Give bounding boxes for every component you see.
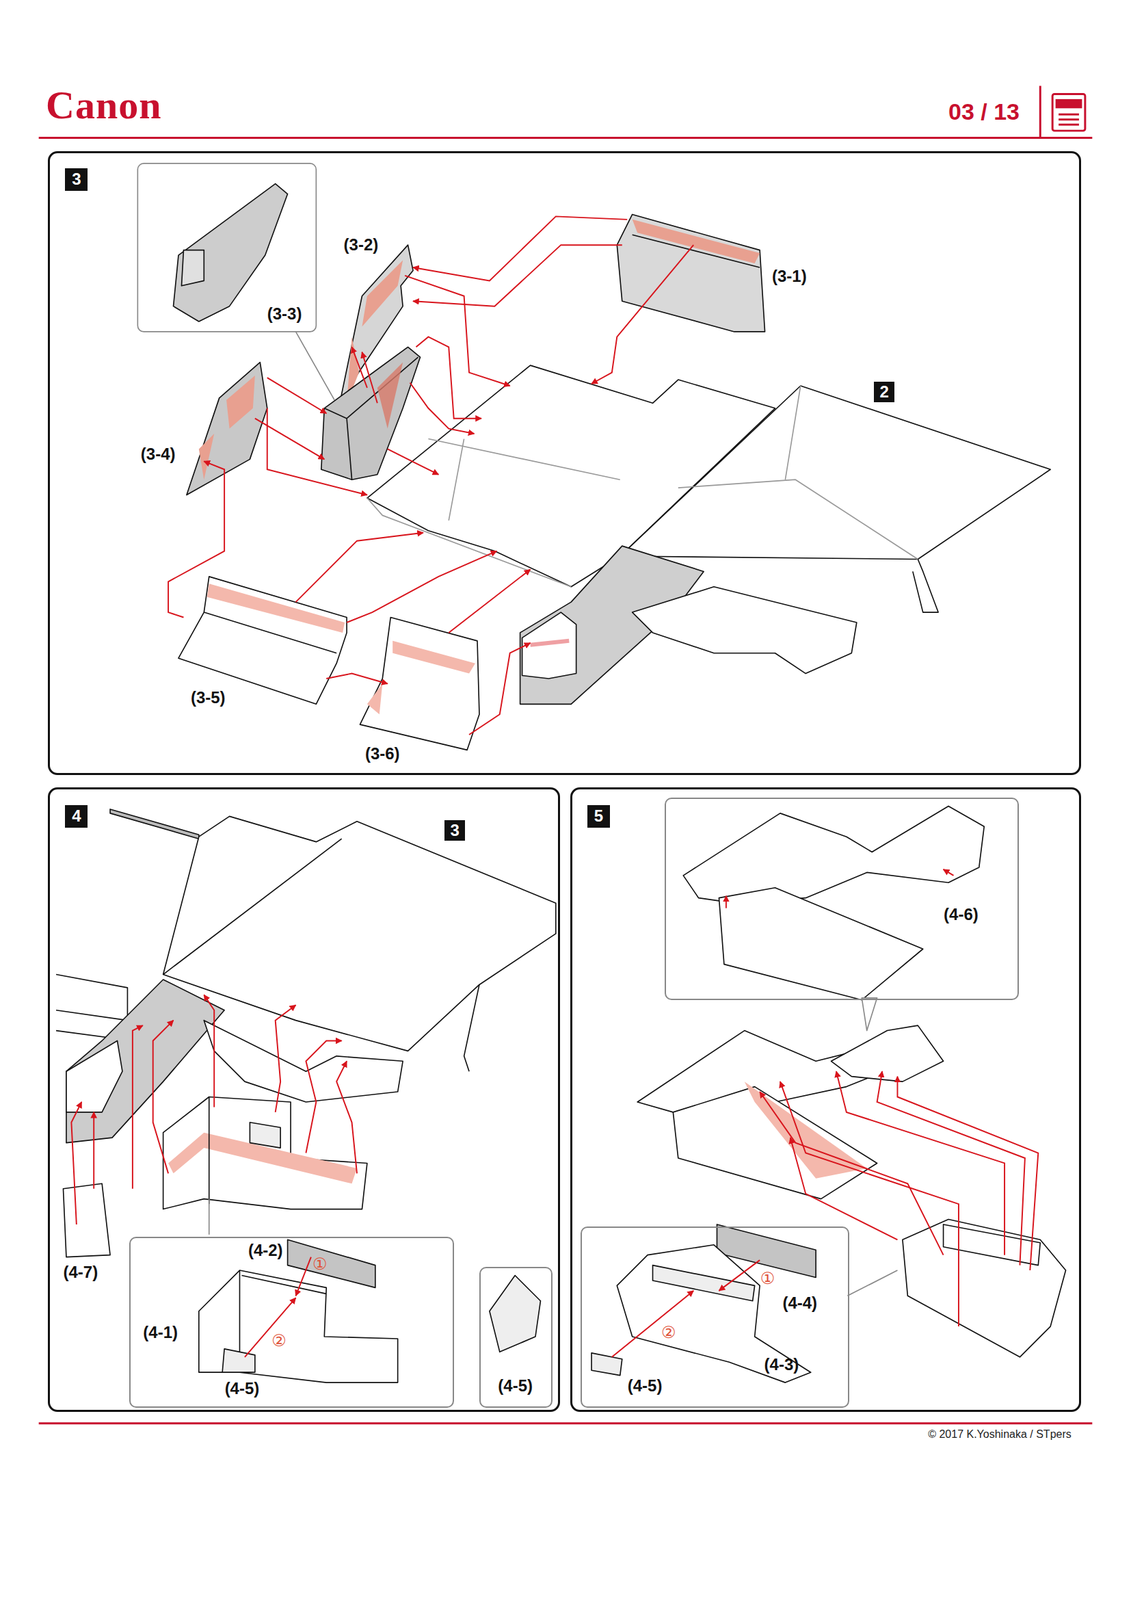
- step-number: ②: [661, 1323, 677, 1341]
- part-label: (3-3): [267, 305, 303, 323]
- part-label: (4-3): [764, 1355, 800, 1373]
- step-number: 4: [64, 804, 88, 828]
- part-label: (3-1): [772, 268, 807, 285]
- step-number: ②: [271, 1332, 287, 1349]
- step-number: ①: [312, 1255, 328, 1272]
- step-number: 2: [873, 381, 895, 403]
- part-label: (3-2): [343, 236, 379, 254]
- part-label: (4-5): [224, 1379, 260, 1397]
- detail-inset: (4-2) ① ② (4-1) (4-5): [129, 1236, 454, 1408]
- part-label: (4-5): [497, 1377, 533, 1394]
- part-label: (4-6): [943, 906, 979, 923]
- step-number: 3: [444, 819, 465, 841]
- part-label: (4-5): [627, 1377, 663, 1394]
- part-label: (4-7): [62, 1263, 98, 1281]
- copyright-note: © 2017 K.Yoshinaka / STpers: [927, 1428, 1072, 1440]
- step-tag: 2: [873, 381, 895, 403]
- detail-inset: (4-5): [479, 1266, 553, 1408]
- part-label: (3-4): [140, 445, 176, 463]
- step-tag: 3: [444, 819, 465, 841]
- step-panel: 5 (4-6) ① ② (4-4) (4-3) (4-5): [570, 787, 1082, 1412]
- page-number: 03 / 13: [948, 99, 1020, 124]
- part-label: (4-4): [782, 1294, 818, 1311]
- part-label: (3-6): [365, 745, 401, 762]
- part-label: (3-5): [190, 689, 226, 706]
- step-number: 5: [587, 804, 610, 828]
- detail-inset: (4-6): [664, 797, 1019, 1000]
- detail-inset: ① ② (4-4) (4-3) (4-5): [580, 1226, 850, 1408]
- step-number: 3: [64, 168, 88, 191]
- part-label: (4-2): [248, 1241, 284, 1259]
- step-panel: 4 3 (4-2) ① ② (4-1) (4-5) (4-5): [47, 787, 561, 1412]
- step-number: ①: [760, 1269, 776, 1287]
- part-label: (4-1): [142, 1323, 178, 1341]
- brand-logo: Canon: [45, 85, 162, 126]
- step-panel: 32: [47, 151, 1082, 776]
